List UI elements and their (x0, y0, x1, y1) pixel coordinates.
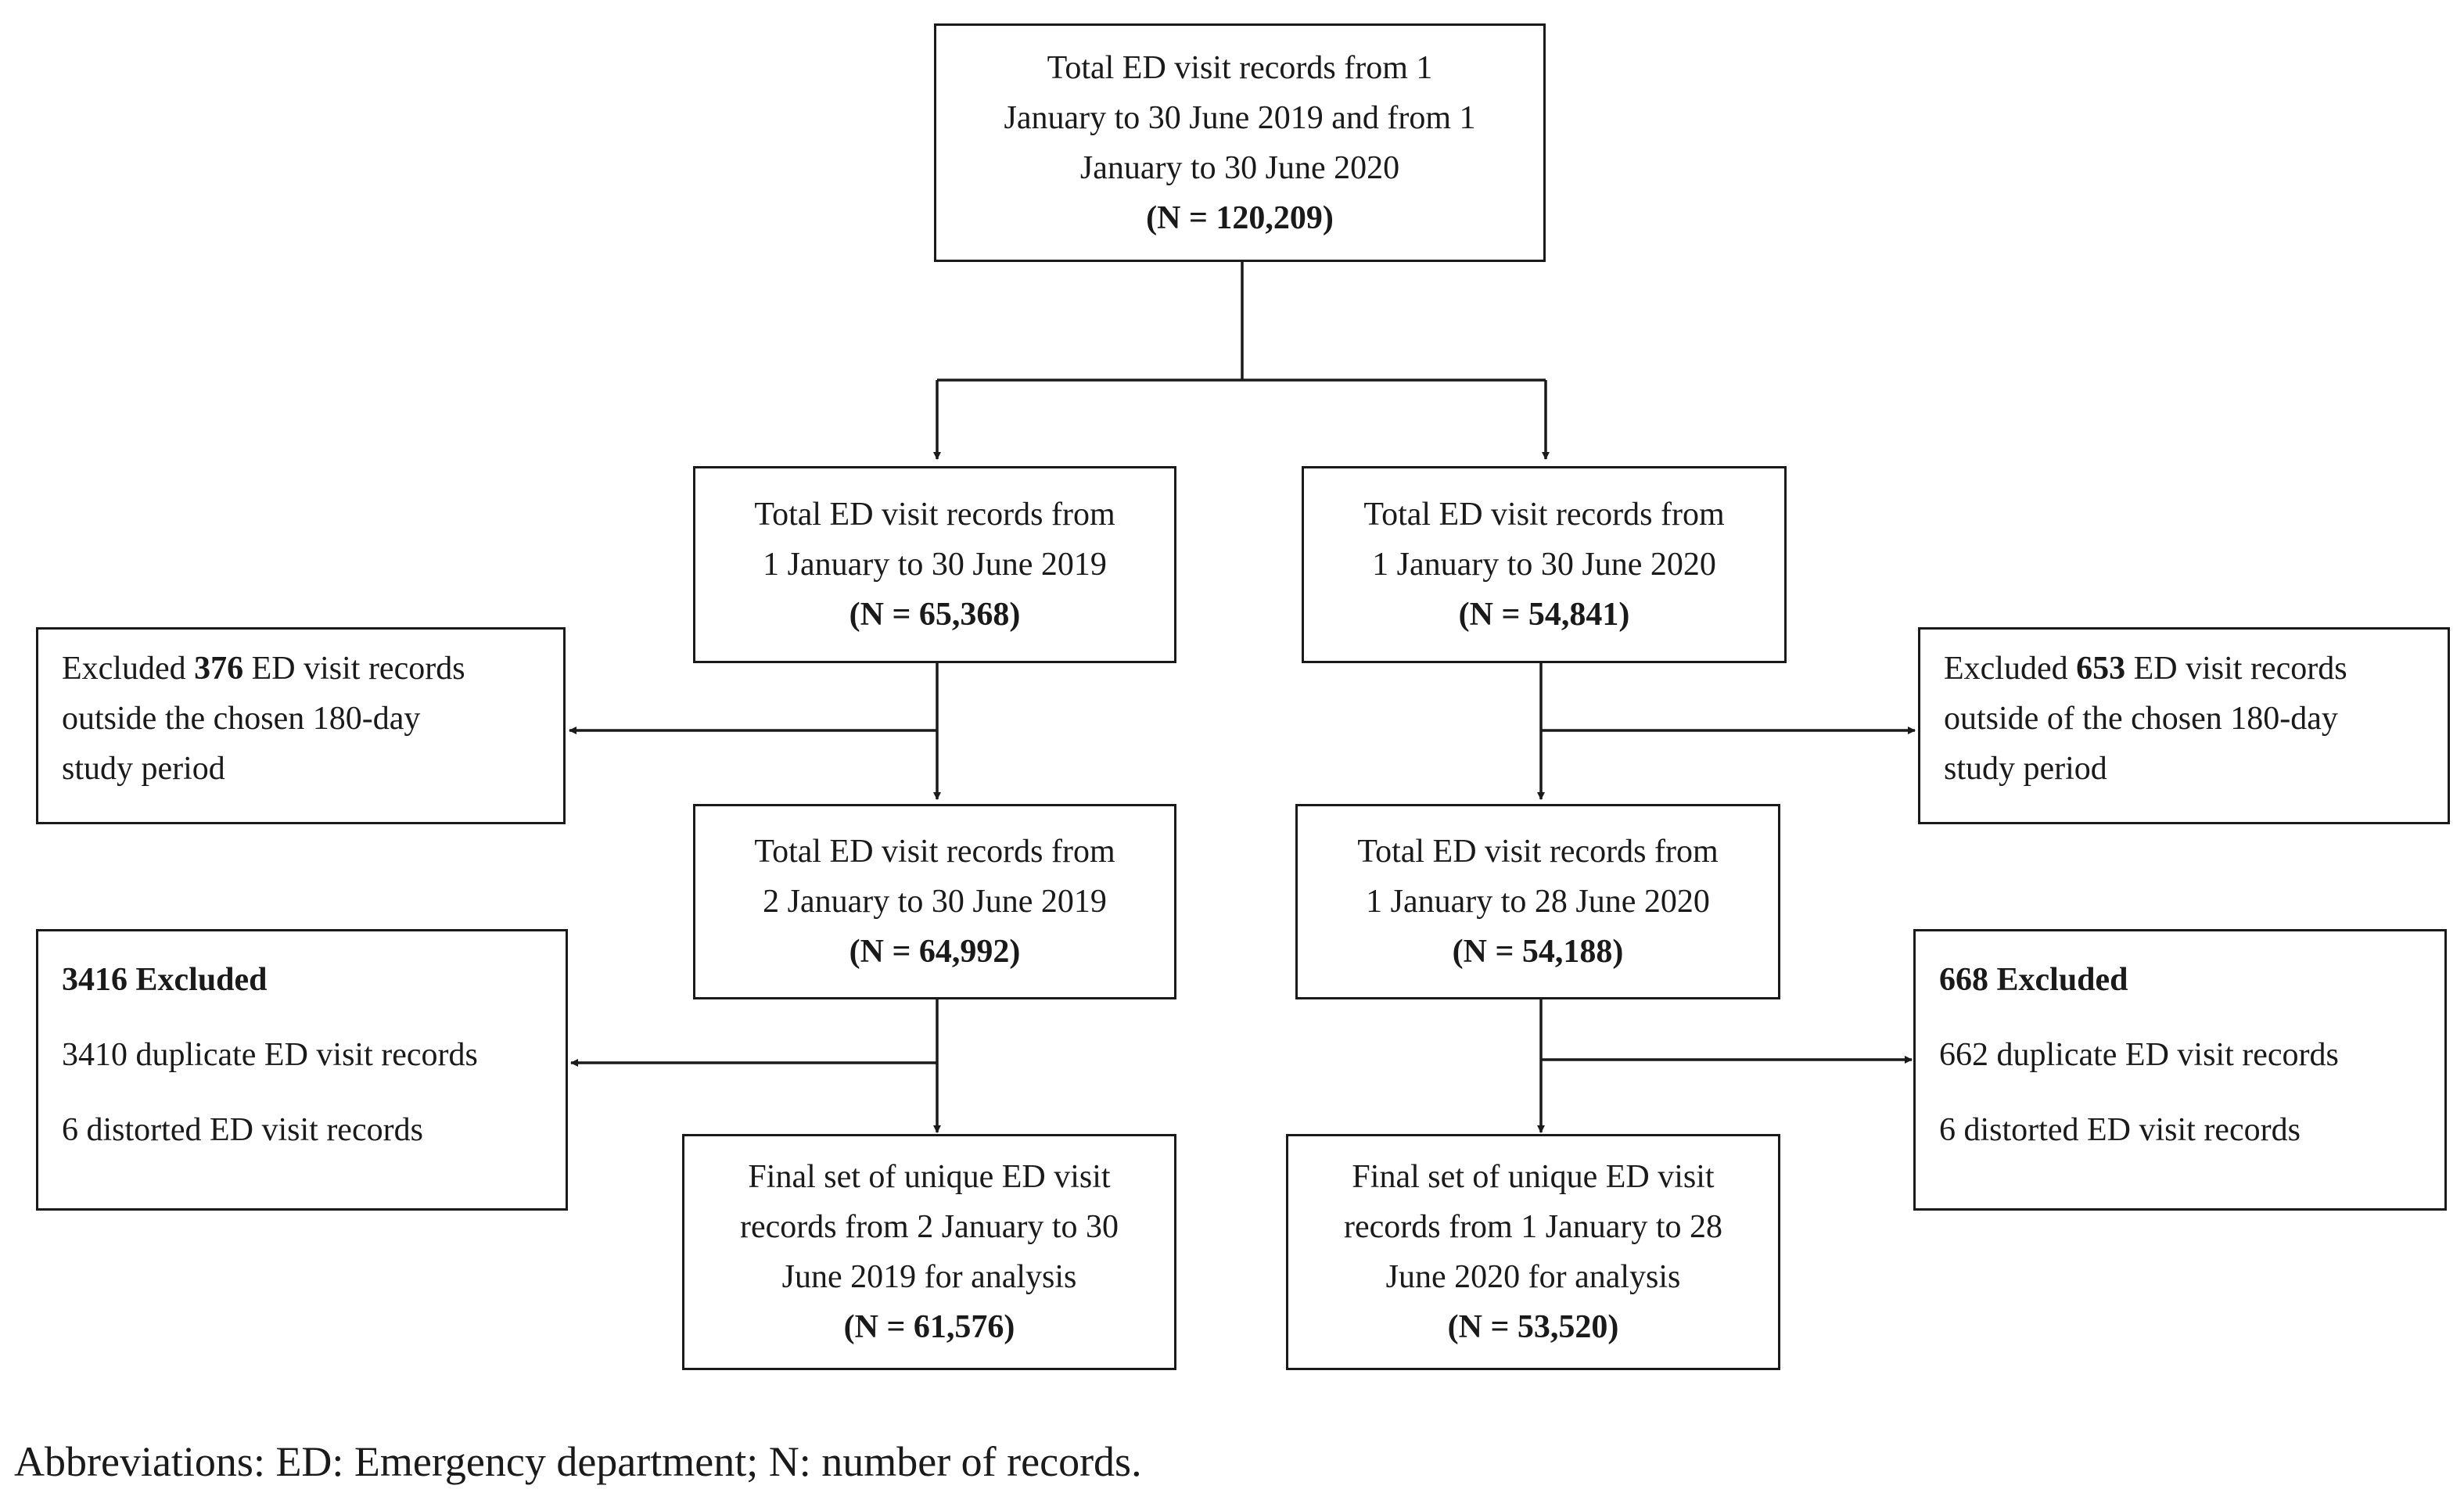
period-2019-line-1: Total ED visit records from (754, 834, 1115, 870)
final-2020-line-1: Final set of unique ED visit (1352, 1159, 1715, 1195)
excluded-duplicates-2020-box: 668 Excluded 662 duplicate ED visit reco… (1913, 929, 2447, 1211)
records-2019-box: Total ED visit records from 1 January to… (693, 466, 1176, 663)
final-2019-line-3: June 2019 for analysis (781, 1259, 1077, 1295)
final-2019-line-1: Final set of unique ED visit (748, 1159, 1111, 1195)
final-2020-count: (N = 53,520) (1447, 1309, 1619, 1345)
excluded-period-2020-line-1: Excluded 653 ED visit records (1944, 644, 2426, 694)
final-2020-line-3: June 2020 for analysis (1385, 1259, 1681, 1295)
total-records-line-1: Total ED visit records from 1 (1047, 49, 1433, 86)
excluded-period-2020-count: 653 (2076, 651, 2126, 687)
excluded-period-2019-line-1: Excluded 376 ED visit records (62, 644, 541, 694)
period-2019-line-2: 2 January to 30 June 2019 (763, 884, 1107, 920)
period-2019-count: (N = 64,992) (849, 934, 1021, 970)
period-2020-line-1: Total ED visit records from (1357, 834, 1719, 870)
excluded-period-2019-box: Excluded 376 ED visit records outside th… (36, 627, 566, 824)
abbreviations-footnote: Abbreviations: ED: Emergency department;… (14, 1438, 1142, 1485)
excluded-period-2020-prefix: Excluded (1944, 651, 2077, 687)
excluded-duplicates-2019-heading: 3416 Excluded (62, 962, 268, 998)
excluded-period-2019-suffix: ED visit records (243, 651, 465, 687)
final-2019-box: Final set of unique ED visit records fro… (682, 1134, 1176, 1370)
excluded-period-2019-line-3: study period (62, 751, 225, 787)
total-records-line-3: January to 30 June 2020 (1079, 149, 1400, 186)
records-2019-line-2: 1 January to 30 June 2019 (763, 547, 1107, 583)
records-2020-line-2: 1 January to 30 June 2020 (1372, 547, 1716, 583)
final-2020-line-2: records from 1 January to 28 (1343, 1209, 1723, 1245)
total-records-line-2: January to 30 June 2019 and from 1 (1004, 99, 1476, 136)
excluded-duplicates-2019-box: 3416 Excluded 3410 duplicate ED visit re… (36, 929, 568, 1211)
period-2020-box: Total ED visit records from 1 January to… (1295, 804, 1780, 999)
final-2019-line-2: records from 2 January to 30 (739, 1209, 1119, 1245)
total-records-box: Total ED visit records from 1 January to… (934, 23, 1546, 262)
excluded-duplicates-2019-item-2: 6 distorted ED visit records (62, 1112, 423, 1148)
excluded-period-2020-line-2: outside of the chosen 180-day (1944, 701, 2338, 737)
period-2020-count: (N = 54,188) (1452, 934, 1624, 970)
excluded-period-2020-line-3: study period (1944, 751, 2107, 787)
excluded-period-2019-line-2: outside the chosen 180-day (62, 701, 421, 737)
final-2020-box: Final set of unique ED visit records fro… (1286, 1134, 1780, 1370)
records-2020-box: Total ED visit records from 1 January to… (1302, 466, 1787, 663)
records-2020-line-1: Total ED visit records from (1363, 497, 1725, 533)
excluded-duplicates-2020-heading: 668 Excluded (1939, 962, 2128, 998)
excluded-duplicates-2019-item-1: 3410 duplicate ED visit records (62, 1037, 478, 1073)
excluded-period-2019-count: 376 (194, 651, 244, 687)
excluded-duplicates-2020-item-2: 6 distorted ED visit records (1939, 1112, 2301, 1148)
final-2019-count: (N = 61,576) (843, 1309, 1015, 1345)
excluded-period-2020-suffix: ED visit records (2125, 651, 2347, 687)
records-2019-line-1: Total ED visit records from (754, 497, 1115, 533)
total-records-count: (N = 120,209) (1146, 199, 1334, 236)
records-2020-count: (N = 54,841) (1458, 597, 1630, 633)
excluded-duplicates-2020-item-1: 662 duplicate ED visit records (1939, 1037, 2339, 1073)
excluded-period-2019-prefix: Excluded (62, 651, 195, 687)
excluded-period-2020-box: Excluded 653 ED visit records outside of… (1918, 627, 2450, 824)
records-2019-count: (N = 65,368) (849, 597, 1021, 633)
period-2019-box: Total ED visit records from 2 January to… (693, 804, 1176, 999)
period-2020-line-2: 1 January to 28 June 2020 (1366, 884, 1710, 920)
